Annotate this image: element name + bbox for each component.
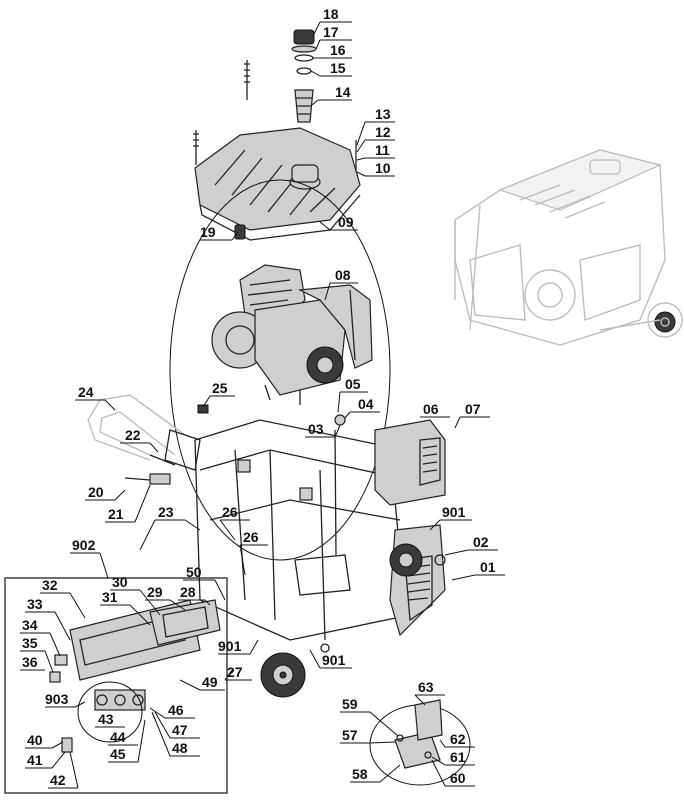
part-label: 24 <box>78 384 94 400</box>
assembly-outline <box>169 179 391 561</box>
part-label: 06 <box>423 401 439 417</box>
part-label: 61 <box>450 749 466 765</box>
part-label: 18 <box>323 6 339 22</box>
part-label: 34 <box>22 617 38 633</box>
part-label: 14 <box>335 84 351 100</box>
part-label: 01 <box>480 559 496 575</box>
part-label: 59 <box>342 696 358 712</box>
part-label: 17 <box>323 24 339 40</box>
part-label: 31 <box>102 589 118 605</box>
part-label: 08 <box>335 267 351 283</box>
assembled-generator-illustration <box>454 149 683 346</box>
part-label: 63 <box>418 679 434 695</box>
part-label: 03 <box>308 421 324 437</box>
wheel <box>260 643 330 698</box>
part-label: 60 <box>450 770 466 786</box>
part-label: 40 <box>27 732 43 748</box>
part-label: 09 <box>338 214 354 230</box>
part-label: 21 <box>108 506 124 522</box>
part-label: 46 <box>168 702 184 718</box>
part-label: 26 <box>222 504 238 520</box>
part-label: 32 <box>42 577 58 593</box>
part-label: 45 <box>110 746 126 762</box>
fuel-tank <box>194 127 361 241</box>
part-label: 19 <box>200 224 216 240</box>
part-label: 41 <box>27 752 43 768</box>
fuel-cap-assembly <box>291 29 317 123</box>
part-label: 47 <box>172 722 188 738</box>
part-label: 05 <box>345 376 361 392</box>
part-label: 44 <box>110 729 126 745</box>
part-label: 48 <box>172 740 188 756</box>
part-label: 902 <box>72 537 96 553</box>
handle <box>87 394 201 471</box>
bracket-detail <box>369 699 471 786</box>
part-label: 50 <box>186 564 202 580</box>
part-label: 30 <box>112 574 128 590</box>
part-label: 901 <box>218 638 242 654</box>
part-label: 57 <box>342 727 358 743</box>
part-label: 13 <box>375 106 391 122</box>
part-label: 04 <box>358 396 374 412</box>
part-label: 23 <box>158 504 174 520</box>
part-label: 15 <box>330 60 346 76</box>
part-label: 58 <box>352 766 368 782</box>
part-label: 43 <box>98 711 114 727</box>
part-label: 901 <box>442 504 466 520</box>
part-label: 26 <box>243 529 259 545</box>
part-label: 12 <box>375 124 391 140</box>
part-label: 29 <box>147 584 163 600</box>
control-panel-group <box>4 577 228 794</box>
part-label: 10 <box>375 160 391 176</box>
part-label: 901 <box>322 652 346 668</box>
part-label: 49 <box>202 674 218 690</box>
part-label: 36 <box>22 654 38 670</box>
engine <box>211 264 373 405</box>
leader-lines <box>20 21 505 789</box>
part-label: 20 <box>88 484 104 500</box>
part-label: 27 <box>227 664 243 680</box>
side-panel <box>389 524 446 637</box>
part-label: 33 <box>27 596 43 612</box>
part-label: 62 <box>450 731 466 747</box>
part-label: 11 <box>375 142 390 158</box>
part-label: 02 <box>473 534 489 550</box>
part-label: 28 <box>180 584 196 600</box>
part-label: 25 <box>212 380 228 396</box>
fuel-valve <box>234 224 246 240</box>
handle-hardware <box>124 404 209 485</box>
part-labels: 18 17 16 15 14 13 12 11 10 09 19 08 24 2… <box>22 6 496 788</box>
part-label: 42 <box>50 772 66 788</box>
part-label: 35 <box>22 635 38 651</box>
part-label: 16 <box>330 42 346 58</box>
muffler-cover <box>374 419 446 506</box>
part-label: 903 <box>45 691 69 707</box>
part-label: 22 <box>125 427 141 443</box>
part-label: 07 <box>465 401 481 417</box>
